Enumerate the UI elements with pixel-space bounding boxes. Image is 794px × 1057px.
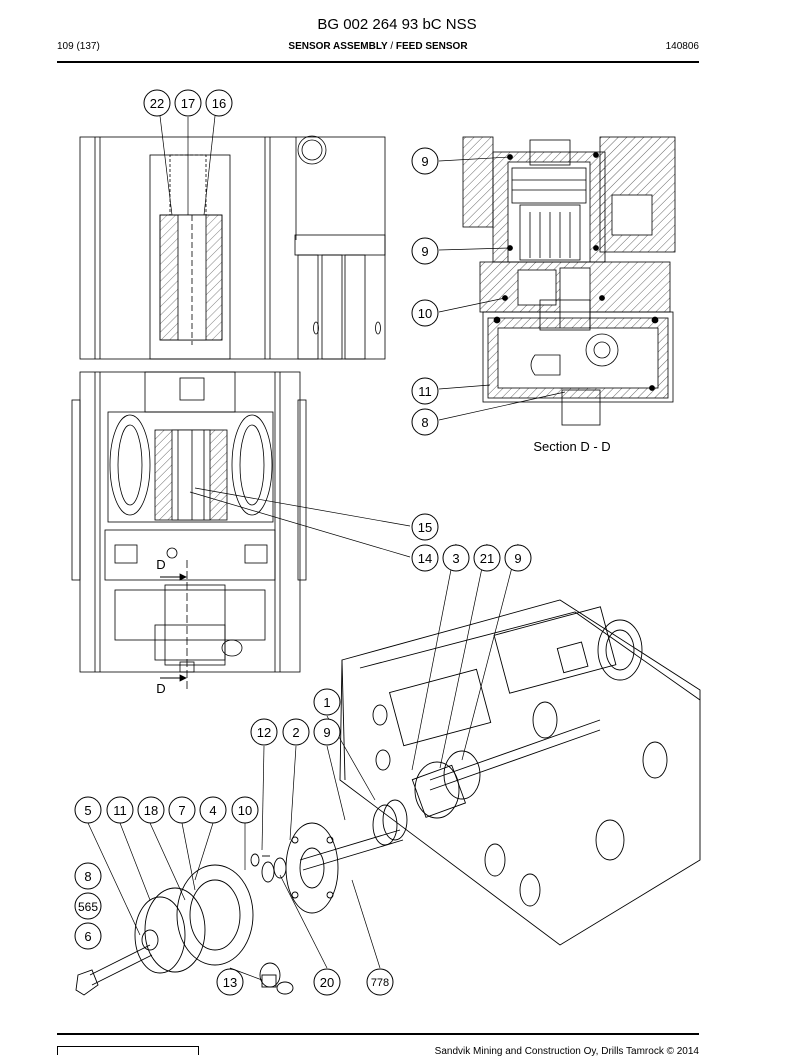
svg-text:11: 11 [113, 803, 127, 818]
svg-text:4: 4 [209, 803, 216, 818]
svg-text:778: 778 [371, 977, 389, 989]
callout-4: 4 [199, 796, 227, 824]
callout-section-9a: 9 [411, 147, 439, 175]
callout-7: 7 [168, 796, 196, 824]
section-marker-top: D [156, 557, 165, 572]
callout-section-8: 8 [411, 408, 439, 436]
callout-22: 22 [143, 89, 171, 117]
callout-10: 10 [231, 796, 259, 824]
middle-left-view [71, 371, 307, 690]
callouts: 22 17 16 9 9 10 11 8 15 14 3 21 9 1 12 2… [74, 89, 532, 996]
svg-text:8: 8 [84, 869, 91, 884]
callout-5: 5 [74, 796, 102, 824]
svg-text:2: 2 [292, 725, 299, 740]
callout-12: 12 [250, 718, 278, 746]
document-code: 140806 [665, 41, 699, 52]
callout-6: 6 [74, 922, 102, 950]
svg-text:7: 7 [178, 803, 185, 818]
svg-text:6: 6 [84, 929, 91, 944]
callout-778: 778 [366, 968, 394, 996]
heading-separator: / [390, 41, 394, 52]
header-rule [57, 61, 699, 63]
callout-section-10: 10 [411, 299, 439, 327]
callout-17: 17 [174, 89, 202, 117]
svg-text:11: 11 [418, 384, 432, 399]
heading-part-1: SENSOR ASSEMBLY [288, 41, 388, 52]
callout-8: 8 [74, 862, 102, 890]
callout-1: 1 [313, 688, 341, 716]
svg-text:565: 565 [78, 900, 98, 914]
callout-section-11: 11 [411, 377, 439, 405]
svg-text:21: 21 [480, 551, 494, 566]
page-number: 109 (137) [57, 41, 100, 52]
svg-text:8: 8 [421, 415, 428, 430]
svg-text:15: 15 [418, 520, 432, 535]
svg-text:12: 12 [257, 725, 271, 740]
svg-text:16: 16 [212, 96, 226, 111]
svg-text:18: 18 [144, 803, 158, 818]
svg-text:9: 9 [421, 244, 428, 259]
callout-9-right: 9 [504, 544, 532, 572]
callout-14: 14 [411, 544, 439, 572]
callout-3: 3 [442, 544, 470, 572]
callout-9-mid: 9 [313, 718, 341, 746]
svg-text:1: 1 [323, 695, 330, 710]
svg-text:9: 9 [514, 551, 521, 566]
callout-16: 16 [205, 89, 233, 117]
section-heading: SENSOR ASSEMBLY / FEED SENSOR [57, 41, 699, 52]
svg-text:9: 9 [323, 725, 330, 740]
svg-text:22: 22 [150, 96, 164, 111]
svg-text:14: 14 [418, 551, 432, 566]
section-view [462, 136, 676, 426]
isometric-view [75, 599, 701, 996]
svg-text:13: 13 [223, 975, 237, 990]
heading-part-2: FEED SENSOR [395, 41, 468, 52]
callout-20: 20 [313, 968, 341, 996]
callout-13: 13 [216, 968, 244, 996]
svg-text:17: 17 [181, 96, 195, 111]
svg-text:9: 9 [421, 154, 428, 169]
document-title: BG 002 264 93 bC NSS [317, 16, 477, 33]
section-label: Section D - D [533, 439, 610, 454]
top-left-view [79, 135, 386, 360]
svg-text:10: 10 [238, 803, 252, 818]
svg-text:5: 5 [84, 803, 91, 818]
footer-copyright: Sandvik Mining and Construction Oy, Dril… [434, 1046, 699, 1057]
callout-2: 2 [282, 718, 310, 746]
footer-rule [57, 1033, 699, 1035]
callout-15: 15 [411, 513, 439, 541]
callout-18: 18 [137, 796, 165, 824]
callout-565: 565 [74, 892, 102, 920]
section-marker-bottom: D [156, 681, 165, 696]
company-logo [57, 1046, 199, 1055]
callout-section-9b: 9 [411, 237, 439, 265]
svg-text:3: 3 [452, 551, 459, 566]
svg-text:20: 20 [320, 975, 334, 990]
callout-11: 11 [106, 796, 134, 824]
callout-21: 21 [473, 544, 501, 572]
svg-text:10: 10 [418, 306, 432, 321]
